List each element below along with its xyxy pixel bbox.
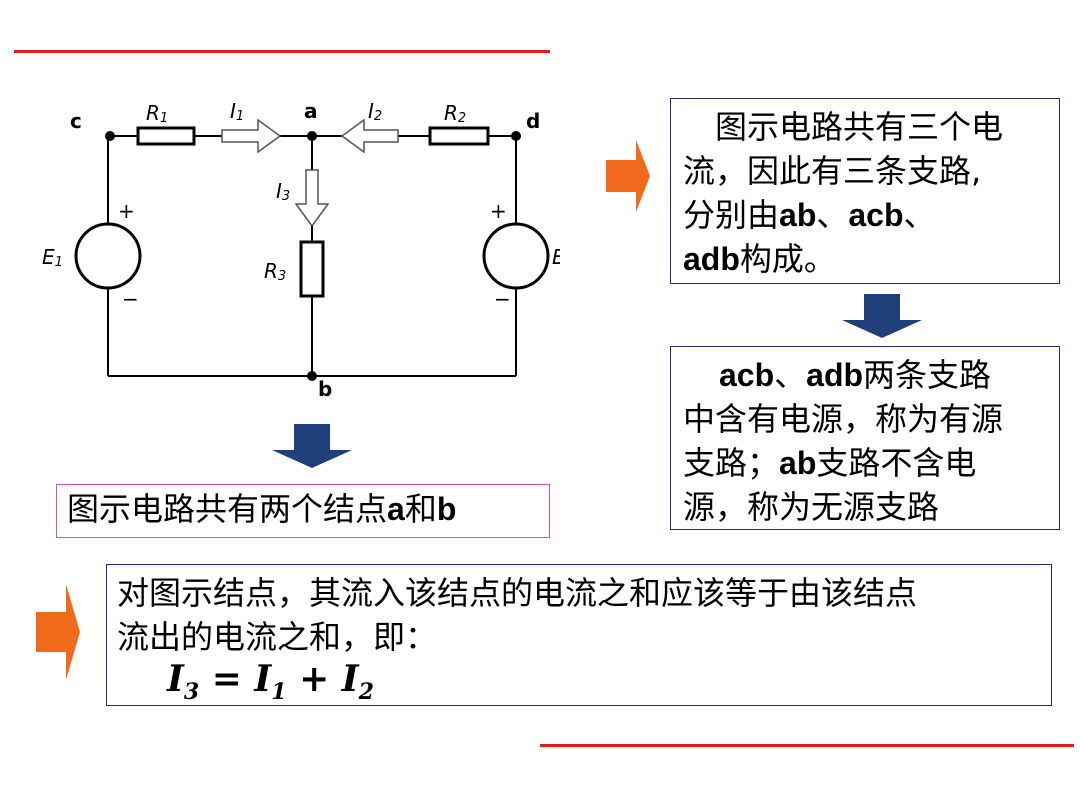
nodes-box: 图示电路共有两个结点a和b bbox=[56, 484, 550, 538]
sources-line-1: acb、adb两条支路 bbox=[719, 356, 992, 394]
orange-arrow-right bbox=[606, 140, 650, 212]
resistor-r2 bbox=[428, 126, 490, 146]
blue-arrow-down-left bbox=[272, 424, 352, 468]
circuit-diagram: c a d b R1 I1 I2 R2 I3 R3 E1 E2 + − + − bbox=[42, 99, 560, 401]
branches-line-2: 流，因此有三条支路, bbox=[683, 152, 982, 190]
node-c-label: c bbox=[70, 109, 82, 133]
i1-label: I1 bbox=[230, 99, 244, 124]
r1-label: R1 bbox=[146, 101, 168, 126]
sources-box: acb、adb两条支路 中含有电源，称为有源 支路；ab支路不含电 源，称为无源… bbox=[670, 346, 1060, 530]
r3-label: R3 bbox=[264, 259, 286, 284]
node-a-label: a bbox=[304, 99, 318, 123]
e1-label: E1 bbox=[42, 245, 63, 270]
node-c-dot bbox=[105, 131, 115, 141]
node-b-label: b bbox=[318, 377, 332, 401]
node-d-dot bbox=[511, 131, 521, 141]
bottom-accent-line bbox=[540, 744, 1074, 747]
sources-line-2: 中含有电源，称为有源 bbox=[683, 400, 1004, 438]
current-arrow-i3 bbox=[294, 169, 330, 228]
blue-arrow-down-right bbox=[842, 294, 922, 338]
kcl-formula: I3 = I1 + I2 bbox=[167, 658, 374, 706]
current-arrow-i1 bbox=[221, 118, 282, 154]
resistor-r1 bbox=[136, 126, 196, 146]
e1-plus-label: + bbox=[118, 199, 135, 223]
node-b-dot bbox=[307, 371, 317, 381]
sources-line-3: 支路；ab支路不含电 bbox=[683, 444, 977, 482]
branches-line-1: 图示电路共有三个电 bbox=[715, 108, 1004, 146]
branches-line-4: adb构成。 bbox=[683, 240, 836, 278]
e2-label: E2 bbox=[552, 245, 560, 270]
voltage-source-e2 bbox=[482, 222, 550, 290]
i2-label: I2 bbox=[368, 99, 382, 124]
orange-arrow-left-bottom bbox=[36, 584, 80, 680]
kcl-box: 对图示结点，其流入该结点的电流之和应该等于由该结点 流出的电流之和，即： I3 … bbox=[106, 564, 1052, 706]
e2-plus-label: + bbox=[490, 199, 507, 223]
i3-label: I3 bbox=[276, 179, 290, 204]
top-accent-line bbox=[14, 50, 550, 53]
voltage-source-e1 bbox=[74, 222, 142, 290]
e2-minus-label: − bbox=[494, 287, 511, 311]
kcl-line-2: 流出的电流之和，即： bbox=[117, 618, 438, 656]
resistor-r3 bbox=[299, 240, 325, 298]
kcl-line-1: 对图示结点，其流入该结点的电流之和应该等于由该结点 bbox=[117, 574, 918, 612]
branches-box: 图示电路共有三个电 流，因此有三条支路, 分别由ab、acb、 adb构成。 bbox=[670, 98, 1060, 284]
e1-minus-label: − bbox=[122, 287, 139, 311]
current-arrow-i2 bbox=[340, 118, 399, 154]
branches-line-3: 分别由ab、acb、 bbox=[683, 196, 936, 234]
node-d-label: d bbox=[526, 109, 540, 133]
node-a-dot bbox=[307, 131, 317, 141]
r2-label: R2 bbox=[444, 101, 466, 126]
sources-line-4: 源，称为无源支路 bbox=[683, 488, 940, 526]
